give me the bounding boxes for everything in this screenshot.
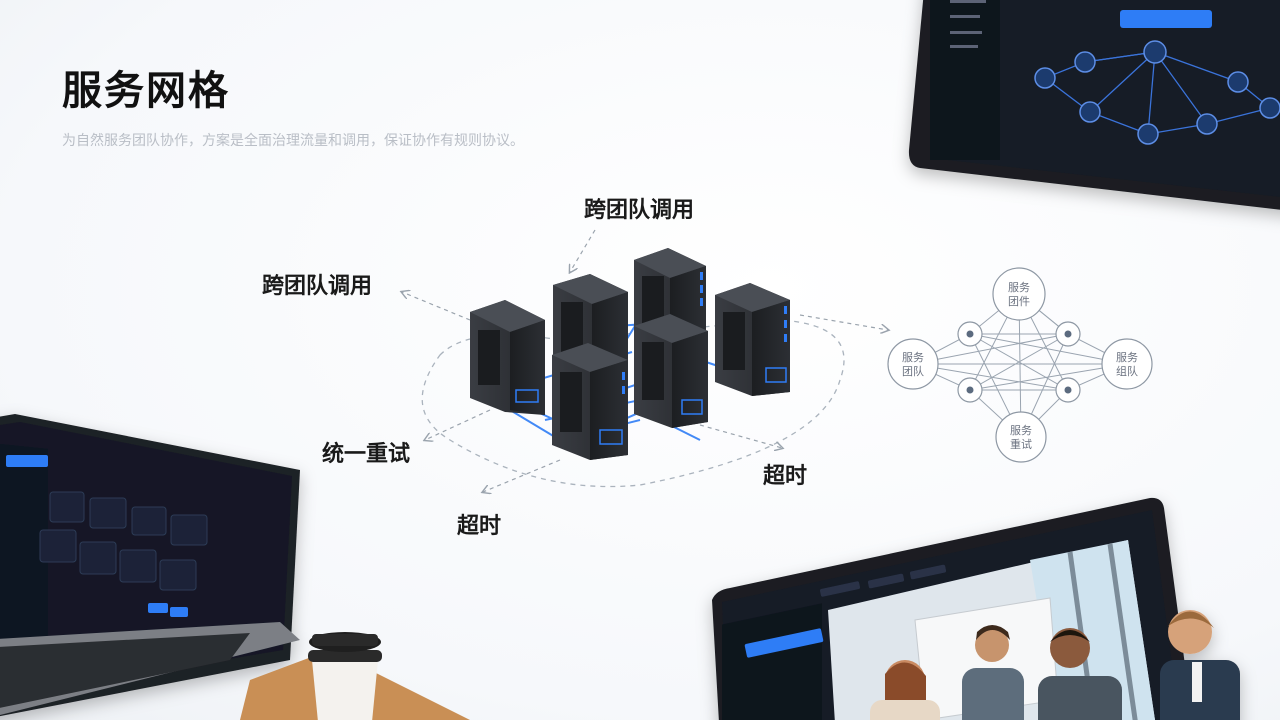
laptop-bottom-right: [712, 497, 1240, 720]
node-right-line1: 服务: [1116, 351, 1138, 364]
label-unified-retry: 统一重试: [322, 442, 411, 467]
node-right-line2: 组队: [1116, 364, 1138, 378]
service-network-diagram: 服务 团件 服务 团队 服务 组队 服务 重试: [887, 267, 1153, 463]
page-title: 服务网格: [62, 68, 230, 114]
node-top-line1: 服务: [1008, 281, 1030, 294]
server-5: [552, 343, 628, 460]
label-timeout-left: 超时: [457, 514, 502, 539]
label-cross-team-call-top: 跨团队调用: [584, 198, 695, 223]
node-top-line2: 团件: [1008, 295, 1030, 308]
server-1: [470, 300, 545, 415]
tablet-top-right: [908, 0, 1280, 210]
label-cross-team-call-left: 跨团队调用: [262, 274, 373, 299]
node-left-line1: 服务: [902, 351, 924, 364]
laptop-left: [0, 414, 300, 717]
coffee-cup: [308, 632, 382, 720]
server-6: [634, 314, 708, 428]
server-rack-cluster: [470, 248, 790, 460]
node-bottom-line1: 服务: [1010, 424, 1032, 437]
node-bottom-line2: 重试: [1010, 437, 1032, 451]
label-timeout-right: 超时: [763, 464, 808, 489]
node-left-line2: 团队: [902, 364, 924, 378]
page-subtitle: 为自然服务团队协作，方案是全面治理流量和调用，保证协作有规则协议。: [62, 133, 524, 149]
server-4: [715, 283, 790, 396]
label-arrows: [402, 229, 888, 492]
